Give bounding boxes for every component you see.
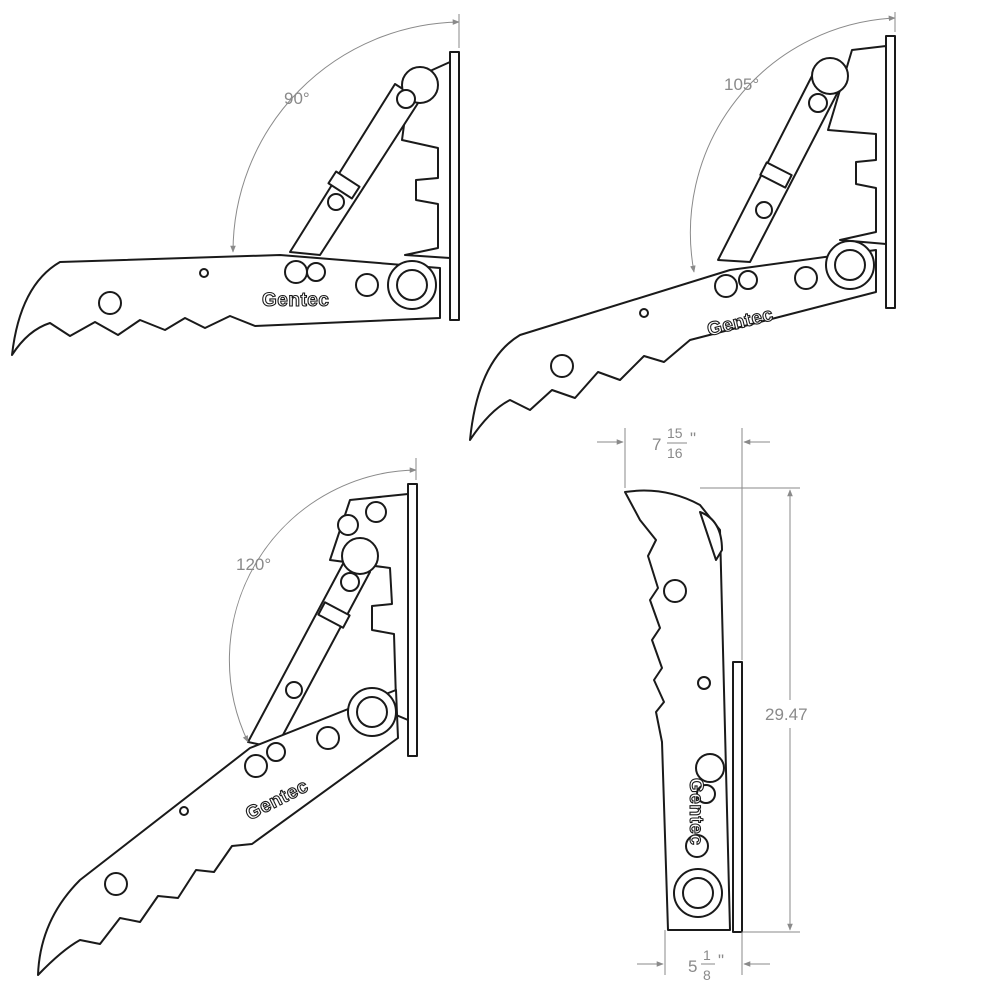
angle-arc <box>228 467 417 743</box>
angle-label: 90° <box>284 89 310 108</box>
angle-arc <box>230 19 460 253</box>
upper-hole-2 <box>365 501 387 523</box>
top-pivot-bolt <box>808 93 828 113</box>
bottom-width-whole: 5 <box>688 957 697 976</box>
view-120-degree: Gentec 120° <box>37 458 418 976</box>
arm-link-pin <box>284 260 308 284</box>
view-105-degree: Gentec 105° <box>469 12 896 441</box>
top-width-num: 15 <box>667 425 683 441</box>
brand-logo: Gentec <box>262 290 329 311</box>
top-width-den: 16 <box>667 445 683 461</box>
top-pivot-pin <box>811 57 849 95</box>
view-90-degree: Gentec 90° <box>11 14 460 356</box>
arm-link-bolt <box>738 270 758 290</box>
arm-small-hole <box>697 676 711 690</box>
arm-link-bolt <box>266 742 286 762</box>
arm-hole <box>316 726 340 750</box>
top-width-unit: " <box>690 429 696 448</box>
upper-hole <box>337 514 359 536</box>
mount-plate <box>407 483 418 757</box>
top-width-whole: 7 <box>652 435 661 454</box>
arm-hole <box>685 834 709 858</box>
angle-label: 120° <box>236 555 271 574</box>
strut-bolt <box>755 201 773 219</box>
thumb-arm <box>37 689 399 976</box>
angle-arc <box>689 15 896 273</box>
strut-link <box>699 511 723 561</box>
brand-logo: Gentec <box>685 778 706 845</box>
arm-link-bolt <box>306 262 326 282</box>
view-closed: Gentec 7 15 16 " 29.47 5 1 8 " <box>597 425 808 983</box>
strut-bolt <box>327 193 345 211</box>
arm-link-pin <box>244 754 268 778</box>
top-pivot-bolt <box>340 572 360 592</box>
arm-small-hole <box>199 268 209 278</box>
thumb-arm <box>624 489 731 931</box>
arm-main-pin-inner <box>682 877 714 909</box>
arm-main-pin-inner <box>396 269 428 301</box>
arm-large-hole <box>550 354 574 378</box>
arm-link-pin <box>695 753 725 783</box>
arm-large-hole <box>663 579 687 603</box>
bottom-width-den: 8 <box>703 967 711 983</box>
arm-link-pin <box>714 274 738 298</box>
arm-hole <box>355 273 379 297</box>
arm-large-hole <box>104 872 128 896</box>
bottom-width-num: 1 <box>703 947 711 963</box>
top-pivot-bolt <box>396 89 416 109</box>
height-dimension: 29.47 <box>765 705 808 724</box>
thumb-arm <box>469 249 877 441</box>
arm-hole <box>794 266 818 290</box>
top-pivot-pin <box>341 537 379 575</box>
arm-small-hole <box>639 308 649 318</box>
arm-link-bolt <box>696 784 716 804</box>
bottom-width-unit: " <box>718 951 724 970</box>
arm-main-pin-inner <box>356 696 388 728</box>
strut-link <box>289 83 421 256</box>
arm-large-hole <box>98 291 122 315</box>
mount-plate <box>449 51 460 321</box>
arm-main-pin-inner <box>834 249 866 281</box>
angle-label: 105° <box>724 75 759 94</box>
mount-plate <box>885 35 896 309</box>
arm-small-hole <box>179 806 189 816</box>
strut-bolt <box>285 681 303 699</box>
thumb-arm <box>11 254 441 356</box>
mount-plate <box>732 661 743 933</box>
